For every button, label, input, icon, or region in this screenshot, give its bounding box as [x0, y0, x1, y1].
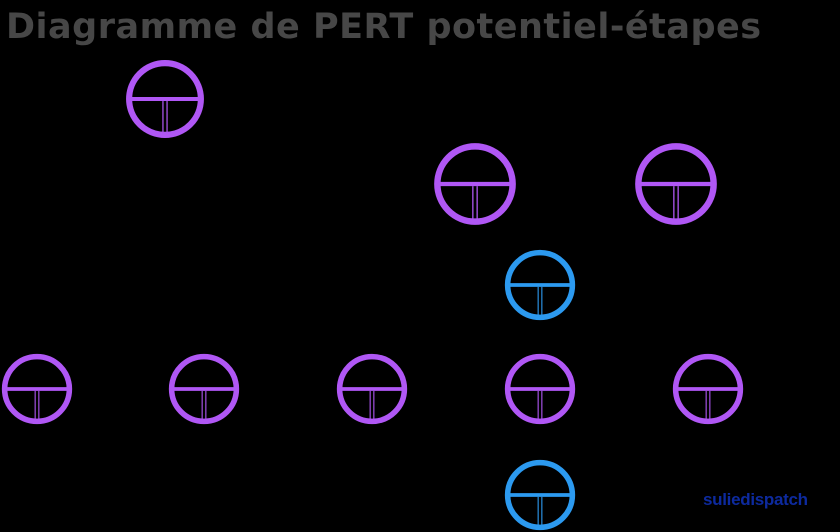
pert-node-n3	[633, 141, 719, 227]
pert-node-n1	[124, 58, 206, 140]
pert-node-n5	[0, 352, 74, 426]
pert-node-n9	[671, 352, 745, 426]
pert-node-n8	[503, 352, 577, 426]
pert-node-circle-icon	[504, 459, 576, 531]
pert-node-n10	[503, 458, 577, 532]
pert-node-circle-icon	[434, 143, 516, 225]
pert-node-circle-icon	[336, 353, 408, 425]
pert-node-n2	[432, 141, 518, 227]
pert-node-circle-icon	[672, 353, 744, 425]
diagram-title: Diagramme de PERT potentiel-étapes	[6, 7, 762, 47]
watermark-text: suliedispatch	[703, 490, 808, 509]
pert-node-circle-icon	[168, 353, 240, 425]
pert-node-circle-icon	[126, 60, 204, 138]
pert-node-circle-icon	[635, 143, 717, 225]
pert-node-circle-icon	[504, 249, 576, 321]
pert-node-n4	[503, 248, 577, 322]
pert-node-n6	[167, 352, 241, 426]
pert-node-circle-icon	[504, 353, 576, 425]
pert-node-n7	[335, 352, 409, 426]
pert-node-circle-icon	[1, 353, 73, 425]
